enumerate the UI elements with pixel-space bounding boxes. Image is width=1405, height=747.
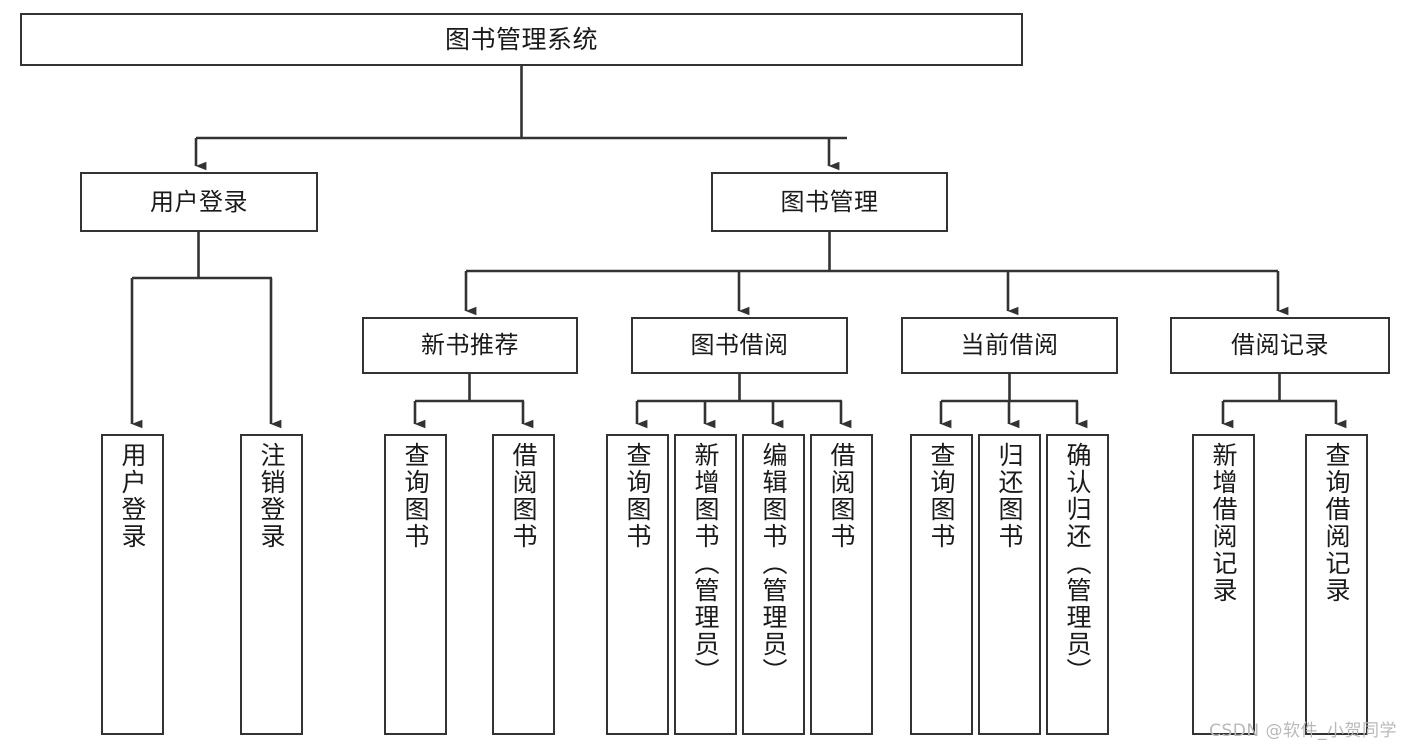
- csdn-watermark: CSDN @软件_小贺同学: [1209, 721, 1397, 741]
- node-leaf-query-borrow-record-label: 查询借阅记录: [1322, 442, 1351, 604]
- node-root-book-management-system[interactable]: 图书管理系统: [20, 13, 1023, 66]
- node-leaf-borrow-book-label: 借阅图书: [827, 442, 856, 550]
- node-leaf-borrow-book-recommend[interactable]: 借阅图书: [492, 434, 555, 735]
- node-leaf-query-borrow-record[interactable]: 查询借阅记录: [1305, 434, 1368, 735]
- node-leaf-query-book-borrow[interactable]: 查询图书: [606, 434, 669, 735]
- node-leaf-confirm-return-admin-label: 确认归还（管理员）: [1063, 442, 1092, 685]
- node-borrow-record-label: 借阅记录: [1231, 331, 1329, 360]
- node-leaf-user-login-label: 用户登录: [118, 442, 147, 550]
- node-current-borrow-label: 当前借阅: [960, 331, 1059, 360]
- node-leaf-user-login[interactable]: 用户登录: [101, 434, 164, 735]
- node-leaf-confirm-return-admin[interactable]: 确认归还（管理员）: [1046, 434, 1109, 735]
- node-new-book-recommend[interactable]: 新书推荐: [362, 317, 578, 374]
- node-leaf-add-borrow-record-label: 新增借阅记录: [1209, 442, 1238, 604]
- node-leaf-query-book-borrow-label: 查询图书: [623, 442, 652, 550]
- node-leaf-query-book-recommend-label: 查询图书: [401, 442, 430, 550]
- node-book-management[interactable]: 图书管理: [711, 172, 948, 232]
- node-current-borrow[interactable]: 当前借阅: [901, 317, 1118, 374]
- node-leaf-edit-book-admin[interactable]: 编辑图书（管理员）: [742, 434, 805, 735]
- node-leaf-query-book-current-label: 查询图书: [927, 442, 956, 550]
- node-leaf-logout-label: 注销登录: [257, 442, 286, 550]
- node-leaf-edit-book-admin-label: 编辑图书（管理员）: [759, 442, 788, 685]
- node-leaf-add-book-admin[interactable]: 新增图书（管理员）: [674, 434, 737, 735]
- node-leaf-borrow-book-recommend-label: 借阅图书: [509, 442, 538, 550]
- node-root-label: 图书管理系统: [444, 24, 598, 54]
- node-book-management-label: 图书管理: [780, 187, 879, 216]
- node-leaf-add-book-admin-label: 新增图书（管理员）: [691, 442, 720, 685]
- node-new-book-recommend-label: 新书推荐: [421, 331, 519, 360]
- node-leaf-logout[interactable]: 注销登录: [240, 434, 303, 735]
- node-leaf-add-borrow-record[interactable]: 新增借阅记录: [1192, 434, 1255, 735]
- node-leaf-return-book-label: 归还图书: [995, 442, 1024, 550]
- node-book-borrow-label: 图书借阅: [690, 331, 789, 360]
- node-user-login-label: 用户登录: [150, 187, 248, 216]
- node-borrow-record[interactable]: 借阅记录: [1170, 317, 1390, 374]
- node-leaf-borrow-book[interactable]: 借阅图书: [810, 434, 873, 735]
- node-leaf-query-book-current[interactable]: 查询图书: [910, 434, 973, 735]
- node-book-borrow[interactable]: 图书借阅: [631, 317, 848, 374]
- node-leaf-return-book[interactable]: 归还图书: [978, 434, 1041, 735]
- node-leaf-query-book-recommend[interactable]: 查询图书: [384, 434, 447, 735]
- node-user-login[interactable]: 用户登录: [80, 172, 318, 232]
